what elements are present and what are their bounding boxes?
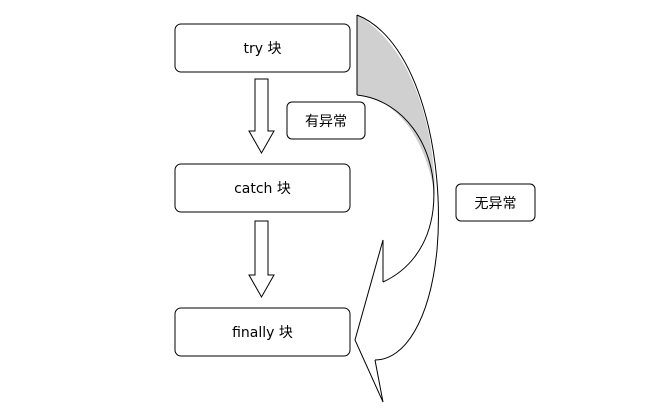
- no-exception-label-box: 无异常: [455, 183, 536, 222]
- curved-arrow-shaded-segment: [357, 15, 435, 195]
- finally-block-label: finally 块: [232, 325, 293, 341]
- no-exception-curved-arrow: [354, 14, 439, 403]
- down-arrow-catch-to-finally: [248, 220, 275, 299]
- exception-label: 有异常: [305, 114, 347, 130]
- catch-block-label: catch 块: [234, 181, 291, 197]
- curved-arrow-inner-edge: [356, 94, 435, 283]
- curved-arrow-outer-edge: [356, 14, 439, 361]
- no-exception-label: 无异常: [475, 196, 517, 212]
- catch-block: catch 块: [174, 163, 351, 213]
- down-arrow-try-to-catch: [248, 78, 275, 155]
- exception-label-box: 有异常: [286, 101, 366, 140]
- finally-block: finally 块: [174, 307, 351, 357]
- try-block-label: try 块: [244, 41, 282, 57]
- curved-arrow-head: [354, 239, 384, 403]
- try-block: try 块: [174, 23, 351, 73]
